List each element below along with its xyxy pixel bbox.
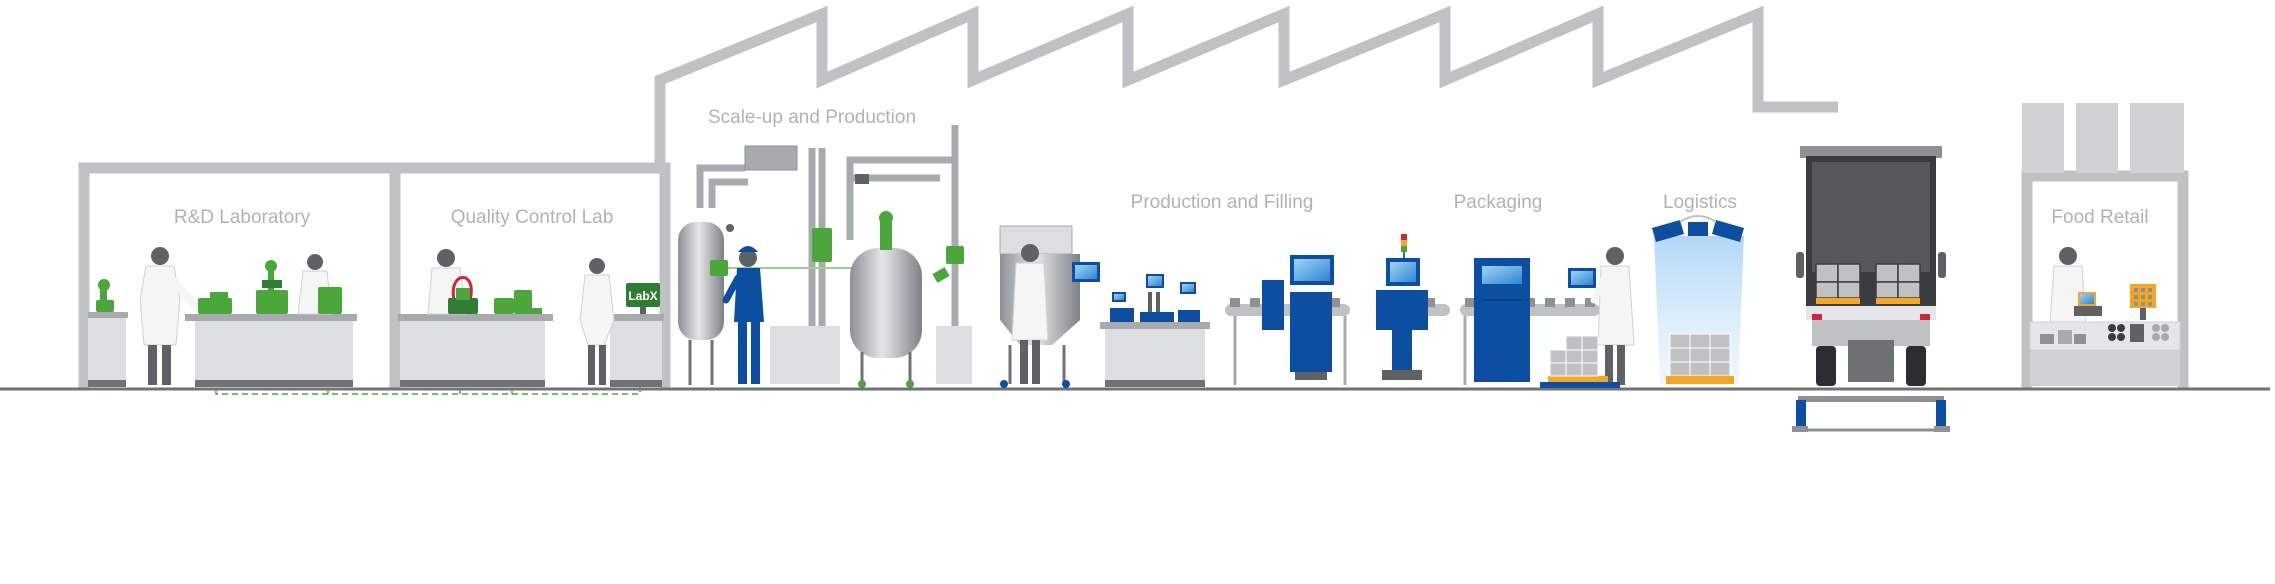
retail-roof-panels [2022, 103, 2184, 173]
scientist-icon [579, 258, 615, 385]
scale-up-production [678, 125, 972, 388]
metal-detector-icon [1376, 258, 1428, 380]
truck-icon [1792, 146, 1950, 432]
lab-bench-icon [1100, 322, 1210, 387]
production-filling [999, 225, 1210, 388]
zone-label-scaleup: Scale-up and Production [708, 107, 916, 128]
food-retail [2029, 247, 2181, 386]
zone-label-rnd: R&D Laboratory [174, 207, 311, 228]
lab-bench-icon [936, 326, 972, 384]
factory-building-outline [78, 5, 2189, 388]
operator-icon [1590, 247, 1635, 385]
lab-bench-icon [88, 312, 128, 387]
labx-monitor: LabX [626, 283, 660, 314]
lab-bench-icon [185, 314, 357, 387]
balance-icon [318, 287, 342, 314]
process-valve [855, 174, 869, 184]
operator-icon [1011, 244, 1049, 384]
labx-screen-label: LabX [628, 289, 657, 303]
scientist-icon [139, 247, 200, 385]
titrator-icon [448, 276, 478, 314]
rnd-laboratory [88, 247, 357, 387]
lab-wing-outline [78, 162, 671, 388]
xray-inspection-icon [1474, 258, 1530, 382]
titrator-icon [256, 260, 288, 314]
balance-icon [198, 292, 232, 314]
zone-label-qc: Quality Control Lab [451, 207, 614, 228]
process-valve [744, 145, 798, 171]
reactor-tank-icon [850, 211, 922, 388]
pallet-scale-icon [1540, 335, 1620, 388]
retail-products [2040, 324, 2169, 344]
reactor-tank-icon [678, 222, 734, 385]
zone-label-retail: Food Retail [2051, 207, 2148, 228]
retail-building-outline [2021, 170, 2189, 388]
signal-tower-icon [1401, 234, 1407, 258]
balance-icon [1110, 274, 1200, 322]
lab-bench-icon [770, 326, 840, 384]
lab-bench-icon [398, 314, 553, 387]
lab-bench-icon [606, 314, 664, 387]
balance-icon [494, 290, 542, 314]
factory-roof-icon [654, 5, 1838, 168]
truck-scale-icon [1792, 396, 1950, 432]
zone-label-filling: Production and Filling [1131, 192, 1314, 213]
process-sensor [710, 228, 964, 283]
terminal-icon [1072, 262, 1100, 282]
checkweigher-icon [1262, 255, 1334, 380]
zone-label-logistics: Logistics [1663, 192, 1737, 213]
operator-icon [722, 246, 764, 384]
quality-control-lab: LabX [398, 249, 664, 387]
terminal-icon [1568, 268, 1596, 288]
dimensioning-icon [1652, 215, 1744, 384]
retail-scale-icon [2074, 284, 2156, 320]
titrator-icon [96, 279, 114, 312]
zone-label-packaging: Packaging [1454, 192, 1543, 213]
